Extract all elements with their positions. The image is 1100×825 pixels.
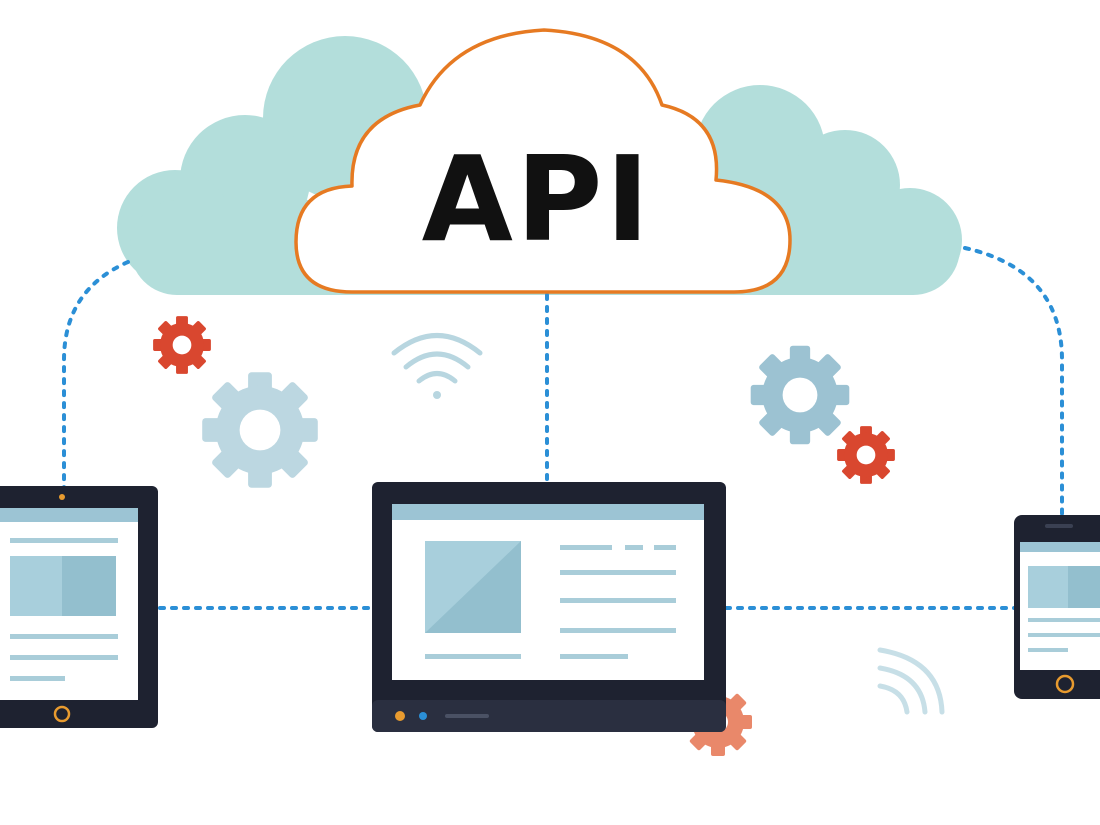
gear-icon	[202, 372, 318, 488]
wifi-icon	[877, 647, 945, 715]
api-label: API	[422, 130, 653, 268]
laptop-led-blue	[419, 712, 427, 720]
tablet-device	[0, 486, 158, 728]
connectors	[62, 246, 1064, 610]
laptop-led-orange	[395, 711, 405, 721]
smartphone-home-button	[1055, 674, 1075, 694]
front-cloud: API	[294, 28, 792, 294]
gear-icon	[750, 345, 850, 445]
gear-icon	[837, 426, 895, 484]
wifi-icon	[391, 333, 483, 399]
tablet-home-button	[53, 705, 71, 723]
gear-icon	[153, 316, 211, 374]
connector-left	[62, 260, 130, 490]
laptop-device	[372, 482, 726, 732]
smartphone-device	[1014, 515, 1100, 699]
tablet-camera	[59, 494, 65, 500]
connector-right	[963, 246, 1064, 517]
